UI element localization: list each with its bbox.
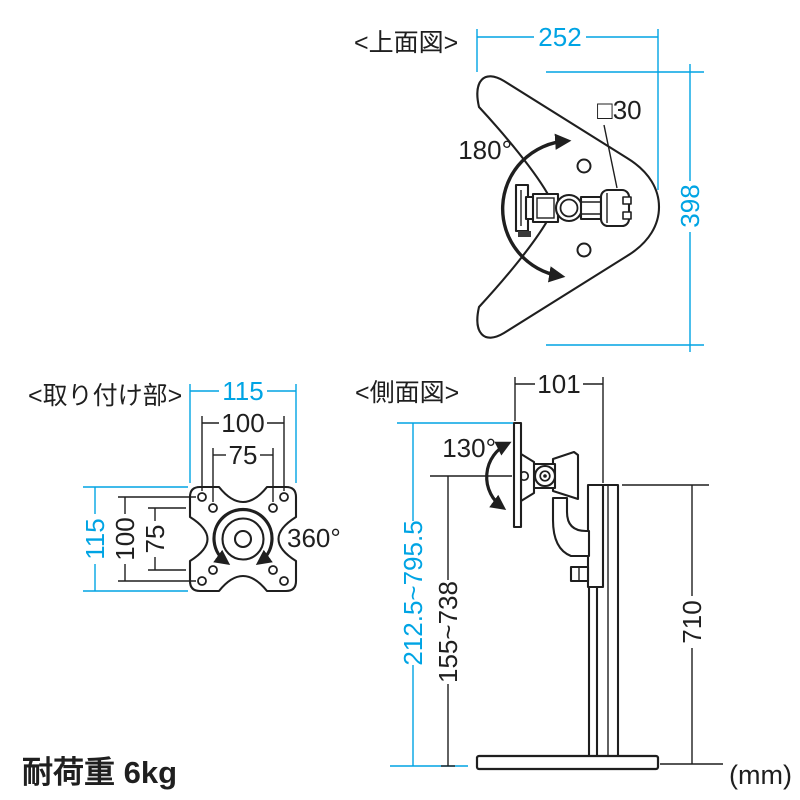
dim-top-width: 252 xyxy=(476,22,659,190)
monitor-plate-side xyxy=(512,421,523,529)
dim-mount-height-outer: 115 xyxy=(80,486,188,592)
unit-label: (mm) xyxy=(729,760,792,790)
svg-text:75: 75 xyxy=(140,525,170,554)
vesa-plate xyxy=(188,485,298,593)
svg-text:115: 115 xyxy=(80,518,110,559)
dim-vesa-height: 155~738 xyxy=(430,475,512,767)
pole-slider-bracket xyxy=(586,483,605,589)
mount-view: <取り付け部> 360° 115 xyxy=(28,376,341,593)
tilt-arc-130-icon xyxy=(485,441,512,511)
top-view: <上面図> 180° □30 xyxy=(354,22,705,352)
load-capacity-label: 耐荷重 6kg xyxy=(22,755,177,790)
svg-text:115: 115 xyxy=(222,376,263,406)
top-view-title: <上面図> xyxy=(354,29,458,57)
dim-mount-width-outer: 115 xyxy=(189,376,297,483)
base-hole-bottom xyxy=(576,242,592,258)
dim-mount-height-mid: 100 xyxy=(110,496,196,582)
rotation-arc-360-icon xyxy=(212,507,274,566)
base-hole-top xyxy=(576,158,592,174)
svg-text:75: 75 xyxy=(229,440,258,470)
dim-top-depth-text: 398 xyxy=(675,184,705,227)
swivel-arc-180-icon xyxy=(500,133,572,283)
pole-size-label: □30 xyxy=(597,95,642,125)
svg-text:155~738: 155~738 xyxy=(433,581,463,683)
rotation-angle-label: 360° xyxy=(287,523,341,553)
dim-mount-width-mid: 100 xyxy=(201,408,285,491)
mount-hub-inner xyxy=(233,529,253,549)
svg-text:100: 100 xyxy=(221,408,264,438)
side-arm xyxy=(551,496,591,558)
dim-pole-height: 710 xyxy=(622,484,723,765)
tilt-angle-label: 130° xyxy=(442,433,496,463)
vesa-holes xyxy=(197,492,289,586)
side-wedge xyxy=(551,450,580,501)
swivel-angle-label: 180° xyxy=(458,135,512,165)
dim-top-width-text: 252 xyxy=(538,22,581,52)
footer: 耐荷重 6kg (mm) xyxy=(22,755,792,790)
stand-base xyxy=(475,754,660,771)
side-view: <側面図> 130° 101 xyxy=(355,369,723,771)
bracket-foot xyxy=(518,231,531,237)
pole-section xyxy=(599,188,631,228)
dim-mount-height-inner: 75 xyxy=(140,507,186,571)
svg-text:710: 710 xyxy=(677,600,707,643)
dim-mount-width-inner: 75 xyxy=(212,440,274,502)
side-view-title: <側面図> xyxy=(355,379,459,407)
mount-title: <取り付け部> xyxy=(28,382,182,410)
pole-leader-line xyxy=(603,124,618,189)
dim-top-depth: 398 xyxy=(546,64,705,352)
svg-text:101: 101 xyxy=(537,369,580,399)
svg-text:212.5~795.5: 212.5~795.5 xyxy=(398,520,428,665)
dim-head-depth: 101 xyxy=(514,369,604,483)
svg-text:100: 100 xyxy=(110,517,140,560)
